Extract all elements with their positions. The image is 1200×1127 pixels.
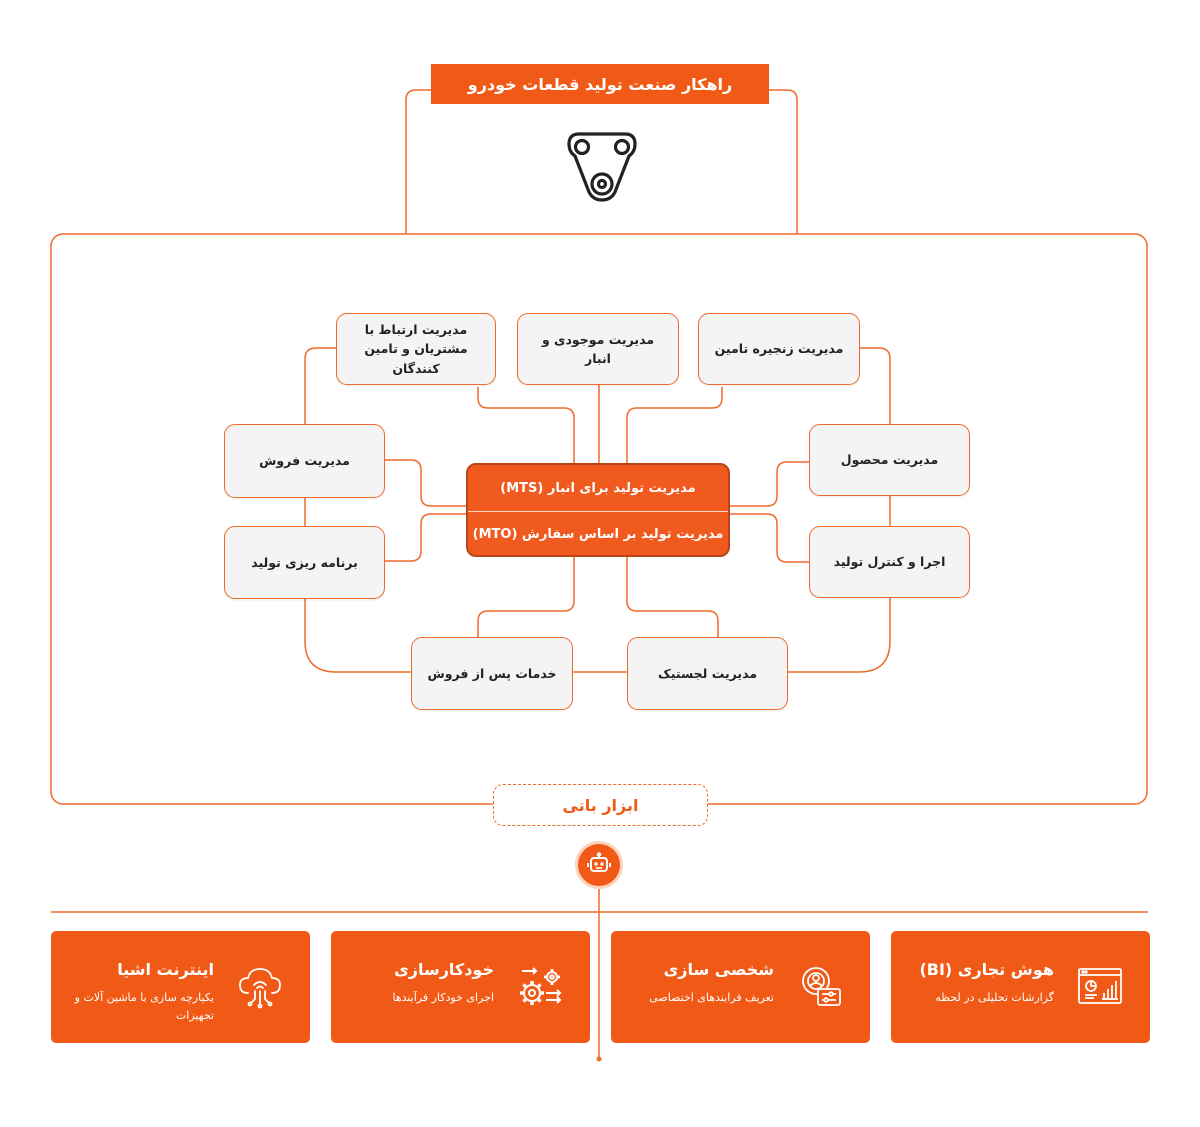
solution-title: راهکار صنعت تولید قطعات خودرو	[431, 64, 769, 104]
center-divider	[468, 511, 728, 512]
card-description: گزارشات تحلیلی در لحظه	[935, 991, 1054, 1004]
card-business-intelligence: هوش تجاری (BI) گزارشات تحلیلی در لحظه	[891, 931, 1150, 1043]
customization-icon	[796, 963, 844, 1011]
production-strategy-box: مدیریت تولید برای انبار (MTS) مدیریت تول…	[466, 463, 730, 557]
mts-label: مدیریت تولید برای انبار (MTS)	[500, 480, 696, 496]
card-description: یکپارچه سازی با ماشین آلات و تجهیزات	[74, 991, 214, 1023]
card-iot: اینترنت اشیا یکپارچه سازی با ماشین آلات …	[51, 931, 310, 1043]
card-automation: خودکارسازی اجرای خودکار فرآیندها	[331, 931, 590, 1043]
iot-cloud-icon	[236, 963, 284, 1011]
node-inventory: مدیریت موجودی و انبار	[517, 313, 679, 385]
belt-pulley-icon	[565, 130, 639, 204]
card-customization: شخصی سازی تعریف فرایندهای اختصاصی	[611, 931, 870, 1043]
card-description: اجرای خودکار فرآیندها	[392, 991, 494, 1004]
card-title: هوش تجاری (BI)	[919, 960, 1054, 979]
node-execution-control: اجرا و کنترل تولید	[809, 526, 970, 598]
automation-gears-icon	[516, 963, 564, 1011]
card-description: تعریف فرایندهای اختصاصی	[649, 991, 774, 1004]
bati-tools-label: ابزار باتی	[493, 784, 708, 826]
node-supply-chain: مدیریت زنجیره تامین	[698, 313, 860, 385]
node-sales: مدیریت فروش	[224, 424, 385, 498]
node-product: مدیریت محصول	[809, 424, 970, 496]
card-title: شخصی سازی	[663, 960, 774, 979]
node-customer-relations: مدیریت ارتباط با مشتریان و تامین کنندگان	[336, 313, 496, 385]
robot-icon	[575, 841, 623, 889]
node-after-sales: خدمات پس از فروش	[411, 637, 573, 710]
bi-dashboard-icon	[1076, 963, 1124, 1011]
node-production-planning: برنامه ریزی تولید	[224, 526, 385, 599]
card-title: خودکارسازی	[394, 960, 494, 979]
mto-label: مدیریت تولید بر اساس سفارش (MTO)	[472, 526, 724, 542]
node-logistics: مدیریت لجستیک	[627, 637, 788, 710]
card-title: اینترنت اشیا	[117, 960, 214, 979]
